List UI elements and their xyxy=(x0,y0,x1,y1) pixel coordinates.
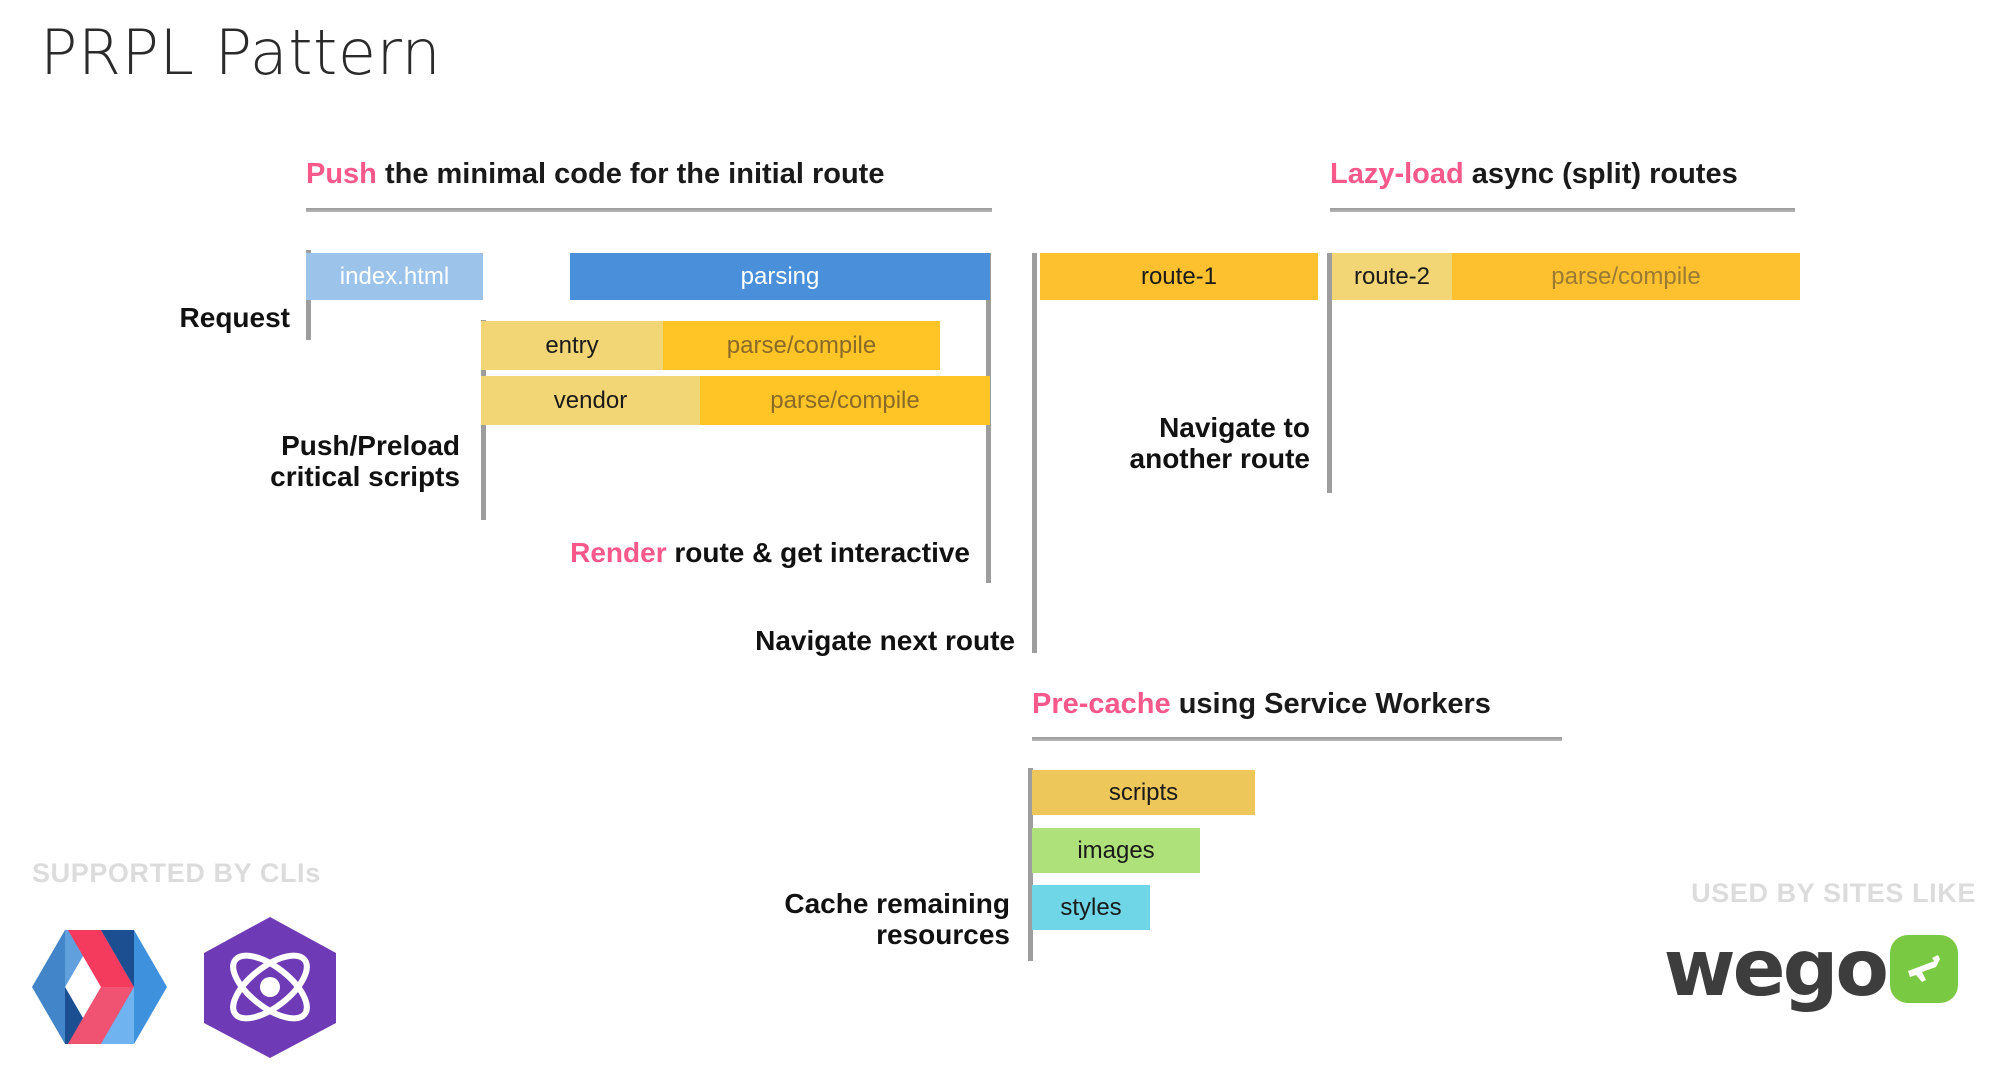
bar-parsing: parsing xyxy=(570,253,990,300)
annotation-navigate-next: Navigate next route xyxy=(755,625,1015,656)
footer-label-used-by: USED BY SITES LIKE xyxy=(1691,878,1976,908)
section-accent-precache: Pre-cache xyxy=(1032,688,1171,720)
page-title: PRPL Pattern xyxy=(40,16,442,89)
section-rest-push: the minimal code for the initial route xyxy=(376,158,885,190)
bar-vendor: vendor parse/compile xyxy=(481,376,990,425)
bar-label-index-html: index.html xyxy=(339,262,450,290)
bar-scripts: scripts xyxy=(1032,770,1255,815)
section-rest-precache: using Service Workers xyxy=(1170,688,1491,720)
annotation-push-preload: Push/Preload critical scripts xyxy=(270,430,460,493)
bar-label-parsing: parsing xyxy=(740,262,820,290)
bar-route-1: route-1 xyxy=(1040,253,1318,300)
wego-plane-badge xyxy=(1890,935,1958,1003)
polymer-logo-svg xyxy=(32,930,167,1044)
section-heading-lazy: Lazy-load async (split) routes xyxy=(1330,160,1738,189)
vrule-navigate-next xyxy=(1032,253,1037,653)
vrule-cache-remaining xyxy=(1028,768,1033,961)
annotation-render-rest: route & get interactive xyxy=(666,537,970,568)
bar-label-images: images xyxy=(1077,836,1155,864)
bar-label-entry-compile: parse/compile xyxy=(663,321,940,370)
annotation-cache-remaining: Cache remaining resources xyxy=(784,888,1010,951)
wego-wordmark: wego xyxy=(1663,924,1889,1014)
bar-label-route-2: route-2 xyxy=(1332,253,1452,300)
bar-entry: entry parse/compile xyxy=(481,321,940,370)
section-rule-lazy xyxy=(1330,208,1795,212)
footer-label-supported-by: SUPPORTED BY CLIs xyxy=(32,858,321,888)
bar-label-vendor: vendor xyxy=(481,376,700,425)
bar-route-2: route-2 parse/compile xyxy=(1332,253,1800,300)
annotation-render: Render route & get interactive xyxy=(340,537,970,568)
airplane-icon xyxy=(1908,955,1940,982)
bar-label-styles: styles xyxy=(1060,893,1122,921)
bar-label-scripts: scripts xyxy=(1108,778,1179,806)
section-heading-push: Push the minimal code for the initial ro… xyxy=(306,160,884,189)
section-rule-push xyxy=(306,208,992,212)
bar-index-html: index.html xyxy=(306,253,483,300)
section-accent-push: Push xyxy=(306,158,377,190)
annotation-render-accent: Render xyxy=(570,537,667,568)
section-rule-precache xyxy=(1032,737,1562,741)
atom-hexagon-svg xyxy=(204,917,336,1058)
bar-label-entry: entry xyxy=(481,321,663,370)
annotation-request: Request xyxy=(179,302,290,333)
bar-label-vendor-compile: parse/compile xyxy=(700,376,990,425)
vrule-navigate-another xyxy=(1327,253,1332,493)
bar-label-route-2-compile: parse/compile xyxy=(1452,253,1800,300)
atom-hexagon-logo xyxy=(200,915,340,1060)
bar-images: images xyxy=(1032,828,1200,873)
section-rest-lazy: async (split) routes xyxy=(1463,158,1738,190)
wego-logo: wego xyxy=(1664,930,1958,1008)
bar-label-route-1: route-1 xyxy=(1140,262,1218,290)
section-accent-lazy: Lazy-load xyxy=(1330,158,1464,190)
section-heading-precache: Pre-cache using Service Workers xyxy=(1032,690,1491,719)
bar-styles: styles xyxy=(1032,885,1150,930)
annotation-navigate-another: Navigate to another route xyxy=(1129,412,1310,475)
polymer-logo xyxy=(32,928,167,1046)
